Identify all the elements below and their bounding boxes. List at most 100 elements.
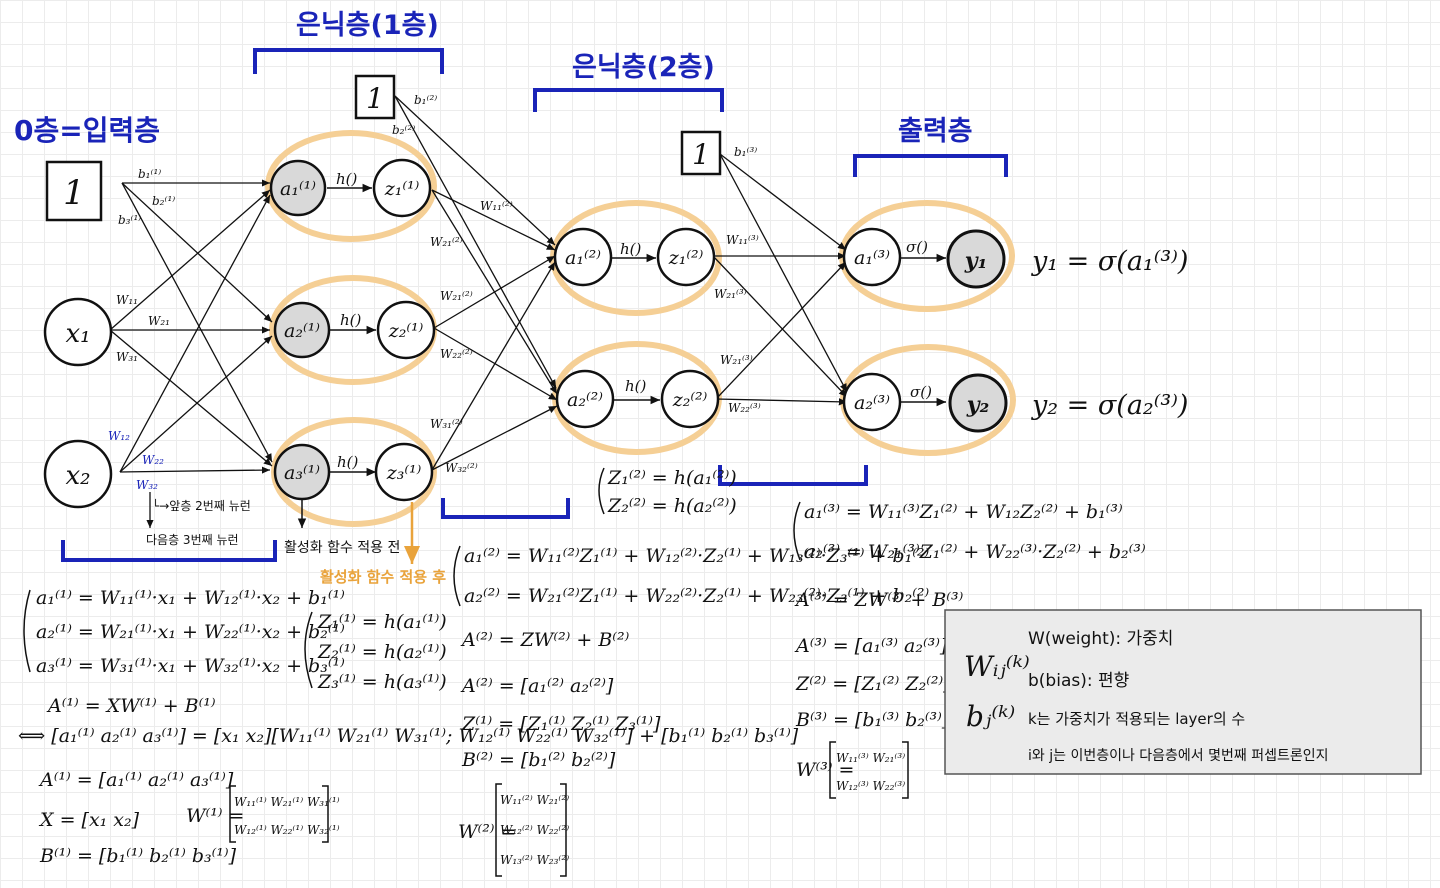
svg-text:z₂⁽²⁾: z₂⁽²⁾ <box>672 389 708 411</box>
svg-text:z₁⁽¹⁾: z₁⁽¹⁾ <box>384 178 420 200</box>
svg-text:a₂⁽²⁾: a₂⁽²⁾ <box>567 389 603 411</box>
svg-text:1: 1 <box>63 173 85 213</box>
svg-text:W₁₃⁽²⁾ W₂₃⁽²⁾: W₁₃⁽²⁾ W₂₃⁽²⁾ <box>500 853 569 867</box>
output-bracket <box>853 154 1008 177</box>
z2-equations: Z₁⁽²⁾ = h(a₁⁽²⁾) Z₂⁽²⁾ = h(a₂⁽²⁾) <box>598 467 737 517</box>
svg-text:a₂⁽²⁾ = W₂₁⁽²⁾Z₁⁽¹⁾ + W₂₂⁽²⁾·Z: a₂⁽²⁾ = W₂₁⁽²⁾Z₁⁽¹⁾ + W₂₂⁽²⁾·Z₂⁽¹⁾ + W₂₃… <box>464 585 929 607</box>
svg-text:a₁⁽²⁾: a₁⁽²⁾ <box>565 247 601 269</box>
svg-text:b₁⁽²⁾: b₁⁽²⁾ <box>414 93 437 107</box>
svg-text:a₂⁽¹⁾ = W₂₁⁽¹⁾·x₁ + W₂₂⁽¹⁾·x₂: a₂⁽¹⁾ = W₂₁⁽¹⁾·x₁ + W₂₂⁽¹⁾·x₂ + b₂⁽¹⁾ <box>36 621 345 643</box>
node-z2-1: z₂⁽¹⁾ <box>376 300 436 360</box>
weight-labels-layer2: b₁⁽²⁾ b₂⁽²⁾ W₁₁⁽²⁾ W₂₁⁽²⁾ W₂₁⁽²⁾ W₂₂⁽²⁾ … <box>392 93 513 475</box>
legend-line-ij: i와 j는 이번층이나 다음층에서 몇번째 퍼셉트론인지 <box>1028 748 1329 764</box>
svg-text:Z⁽²⁾ = [Z₁⁽²⁾ Z₂⁽²⁾]: Z⁽²⁾ = [Z₁⁽²⁾ Z₂⁽²⁾] <box>795 673 951 695</box>
node-y1: y₁ <box>946 229 1006 289</box>
layer3-equations: a₁⁽³⁾ = W₁₁⁽³⁾Z₁⁽²⁾ + W₁₂Z₂⁽²⁾ + b₁⁽³⁾ a… <box>793 501 1146 731</box>
node-z1-2: z₁⁽²⁾ <box>656 227 716 287</box>
output-title: 출력층 <box>898 116 973 147</box>
node-x1: x₁ <box>43 297 113 367</box>
svg-text:W₃₁⁽²⁾: W₃₁⁽²⁾ <box>430 417 463 431</box>
svg-text:1: 1 <box>366 82 384 115</box>
svg-text:A⁽²⁾ = [a₁⁽²⁾ a₂⁽²⁾]: A⁽²⁾ = [a₁⁽²⁾ a₂⁽²⁾] <box>460 675 614 697</box>
svg-text:W₂₂⁽²⁾: W₂₂⁽²⁾ <box>440 347 473 361</box>
svg-text:W₁₁: W₁₁ <box>116 293 138 307</box>
svg-text:W₂₁: W₂₁ <box>148 314 170 328</box>
svg-text:a₂⁽³⁾: a₂⁽³⁾ <box>854 392 890 414</box>
svg-text:W₃₂: W₃₂ <box>136 478 158 492</box>
svg-text:A⁽¹⁾ = XW⁽¹⁾ + B⁽¹⁾: A⁽¹⁾ = XW⁽¹⁾ + B⁽¹⁾ <box>46 695 216 717</box>
svg-text:a₁⁽³⁾: a₁⁽³⁾ <box>854 247 890 269</box>
hidden1-bracket <box>253 48 444 74</box>
svg-text:W₂₂: W₂₂ <box>142 453 164 467</box>
svg-text:b₁⁽¹⁾: b₁⁽¹⁾ <box>138 167 161 181</box>
svg-text:σ(): σ() <box>910 383 932 401</box>
svg-text:W₁₁⁽¹⁾ W₂₁⁽¹⁾ W₃₁⁽¹⁾: W₁₁⁽¹⁾ W₂₁⁽¹⁾ W₃₁⁽¹⁾ <box>234 795 340 809</box>
svg-text:z₃⁽¹⁾: z₃⁽¹⁾ <box>386 462 422 484</box>
hidden2-bracket <box>533 88 724 112</box>
node-x2: x₂ <box>43 439 113 509</box>
node-a2-2: a₂⁽²⁾ <box>555 369 615 429</box>
node-z2-2: z₂⁽²⁾ <box>660 369 720 429</box>
svg-text:Z₂⁽²⁾ = h(a₂⁽²⁾): Z₂⁽²⁾ = h(a₂⁽²⁾) <box>607 495 737 517</box>
svg-text:1: 1 <box>692 138 710 171</box>
weight-labels-layer3: b₁⁽³⁾ W₁₁⁽³⁾ W₂₁⁽³⁾ W₂₁⁽³⁾ W₂₂⁽³⁾ <box>714 145 761 415</box>
svg-text:a₂⁽¹⁾: a₂⁽¹⁾ <box>284 320 320 342</box>
svg-text:W₂₂⁽³⁾: W₂₂⁽³⁾ <box>728 401 761 415</box>
svg-text:X = [x₁ x₂]: X = [x₁ x₂] <box>38 809 140 831</box>
node-z3-1: z₃⁽¹⁾ <box>374 442 434 502</box>
svg-text:h(): h() <box>337 453 359 471</box>
svg-text:h(): h() <box>340 311 362 329</box>
svg-text:a₁⁽³⁾ = W₁₁⁽³⁾Z₁⁽²⁾ + W₁₂Z₂⁽²⁾: a₁⁽³⁾ = W₁₁⁽³⁾Z₁⁽²⁾ + W₁₂Z₂⁽²⁾ + b₁⁽³⁾ <box>804 501 1123 523</box>
svg-text:Z₃⁽¹⁾ = h(a₃⁽¹⁾): Z₃⁽¹⁾ = h(a₃⁽¹⁾) <box>317 671 447 693</box>
w3-matrix: W⁽³⁾ = W₁₁⁽³⁾ W₂₁⁽³⁾ W₁₂⁽³⁾ W₂₂⁽³⁾ <box>796 741 909 799</box>
svg-text:h(): h() <box>336 170 358 188</box>
svg-text:z₂⁽¹⁾: z₂⁽¹⁾ <box>388 320 424 342</box>
svg-text:A⁽¹⁾ = [a₁⁽¹⁾ a₂⁽¹⁾ a₃⁽¹⁾]: A⁽¹⁾ = [a₁⁽¹⁾ a₂⁽¹⁾ a₃⁽¹⁾] <box>38 769 234 791</box>
node-a2-3: a₂⁽³⁾ <box>842 372 902 432</box>
svg-text:σ(): σ() <box>906 238 928 256</box>
hidden1-bottom-bracket <box>441 498 570 519</box>
svg-text:W₁₁⁽²⁾ W₂₁⁽²⁾: W₁₁⁽²⁾ W₂₁⁽²⁾ <box>500 793 569 807</box>
svg-text:z₁⁽²⁾: z₁⁽²⁾ <box>668 247 704 269</box>
svg-text:b₂⁽¹⁾: b₂⁽¹⁾ <box>152 194 175 208</box>
bias-box-layer1: 1 <box>45 160 103 222</box>
w32-note-next: 다음층 3번째 뉴런 <box>146 533 239 547</box>
input-layer-title: 0층=입력층 <box>14 114 160 147</box>
node-y2: y₂ <box>948 373 1008 433</box>
svg-text:a₁⁽²⁾ = W₁₁⁽²⁾Z₁⁽¹⁾ + W₁₂⁽²⁾·Z: a₁⁽²⁾ = W₁₁⁽²⁾Z₁⁽¹⁾ + W₁₂⁽²⁾·Z₂⁽¹⁾ + W₁₃… <box>464 545 929 567</box>
node-a2-1: a₂⁽¹⁾ <box>273 301 331 359</box>
svg-text:A⁽³⁾ = [a₁⁽³⁾ a₂⁽³⁾]: A⁽³⁾ = [a₁⁽³⁾ a₂⁽³⁾] <box>794 635 948 657</box>
svg-text:a₁⁽¹⁾: a₁⁽¹⁾ <box>280 178 316 200</box>
svg-text:B⁽²⁾ = [b₁⁽²⁾ b₂⁽²⁾]: B⁽²⁾ = [b₁⁽²⁾ b₂⁽²⁾] <box>461 749 616 771</box>
node-a3-1: a₃⁽¹⁾ <box>273 443 331 501</box>
legend-w-symbol: Wᵢⱼ⁽ᵏ⁾ <box>964 650 1030 683</box>
svg-text:h(): h() <box>620 240 642 258</box>
svg-text:W⁽²⁾ =: W⁽²⁾ = <box>458 821 516 843</box>
node-a1-1: a₁⁽¹⁾ <box>269 159 327 217</box>
output-eq-y2: y₂ = σ(a₂⁽³⁾) <box>1031 390 1188 421</box>
node-a1-3: a₁⁽³⁾ <box>842 227 902 287</box>
svg-text:W⁽³⁾ =: W⁽³⁾ = <box>796 759 854 781</box>
output-eq-y1: y₁ = σ(a₁⁽³⁾) <box>1031 246 1188 277</box>
svg-text:h(): h() <box>625 377 647 395</box>
hidden1-title: 은닉층(1층) <box>296 10 439 41</box>
legend-line-bias: b(bias): 편향 <box>1028 671 1129 691</box>
svg-text:⟺ [a₁⁽¹⁾ a₂⁽¹⁾ a₃⁽¹⁾] = [x₁ x₂: ⟺ [a₁⁽¹⁾ a₂⁽¹⁾ a₃⁽¹⁾] = [x₁ x₂][W₁₁⁽¹⁾ W… <box>18 725 799 747</box>
svg-text:b₂⁽²⁾: b₂⁽²⁾ <box>392 123 415 137</box>
activation-arrows <box>327 183 946 477</box>
svg-text:b₁⁽³⁾: b₁⁽³⁾ <box>734 145 757 159</box>
legend-b-symbol: bⱼ⁽ᵏ⁾ <box>966 700 1015 733</box>
svg-text:W₂₁⁽³⁾: W₂₁⁽³⁾ <box>714 287 747 301</box>
svg-text:W₁₁⁽²⁾: W₁₁⁽²⁾ <box>480 199 513 213</box>
svg-text:B⁽¹⁾ = [b₁⁽¹⁾ b₂⁽¹⁾ b₃⁽¹⁾]: B⁽¹⁾ = [b₁⁽¹⁾ b₂⁽¹⁾ b₃⁽¹⁾] <box>39 845 237 867</box>
connections <box>109 95 848 474</box>
svg-text:Z₁⁽¹⁾ = h(a₁⁽¹⁾): Z₁⁽¹⁾ = h(a₁⁽¹⁾) <box>317 611 447 633</box>
svg-text:W₃₂⁽²⁾: W₃₂⁽²⁾ <box>445 461 478 475</box>
activation-labels: h() h() h() h() h() σ() σ() <box>336 170 932 471</box>
svg-text:W₂₁⁽²⁾: W₂₁⁽²⁾ <box>440 289 473 303</box>
svg-text:W₂₁⁽³⁾: W₂₁⁽³⁾ <box>720 353 753 367</box>
svg-text:Z₁⁽²⁾ = h(a₁⁽²⁾): Z₁⁽²⁾ = h(a₁⁽²⁾) <box>607 467 737 489</box>
svg-text:a₃⁽¹⁾ = W₃₁⁽¹⁾·x₁ + W₃₂⁽¹⁾·x₂: a₃⁽¹⁾ = W₃₁⁽¹⁾·x₁ + W₃₂⁽¹⁾·x₂ + b₃⁽¹⁾ <box>36 655 345 677</box>
